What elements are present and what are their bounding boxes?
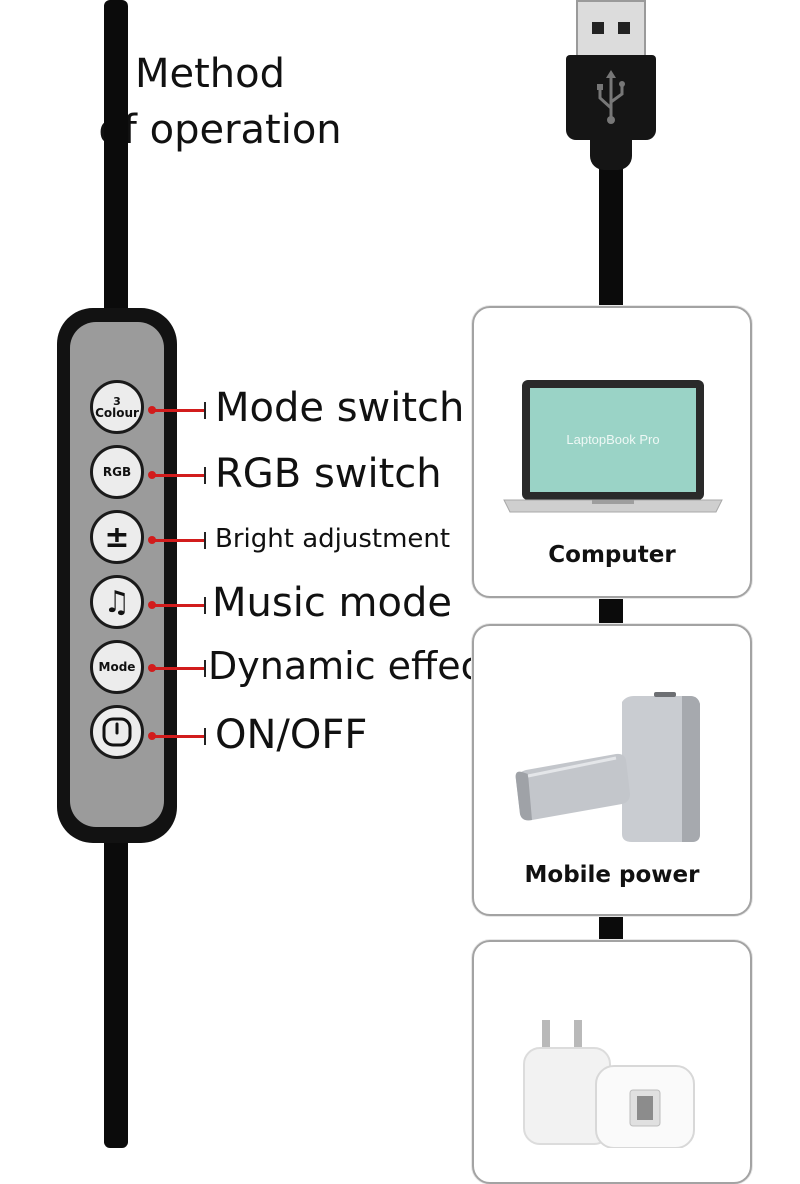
usb-plug-metal [576,0,646,58]
colour-button[interactable]: 3 Colour [90,380,144,434]
label-bright-adjustment: Bright adjustment [215,524,451,554]
mode-button[interactable]: Mode [90,640,144,694]
plus-minus-icon: ± [104,519,130,555]
computer-label: Computer [548,542,676,568]
connector-dynamic [148,660,206,677]
usb-icon [597,70,625,124]
title-line-1: Method [134,51,286,97]
label-mode-switch: Mode switch [215,385,465,431]
wall-adapter-icon [514,998,710,1148]
mode-button-text: Mode [98,660,136,674]
mobile-power-card: Mobile power [472,624,752,916]
connector-power [148,728,206,745]
mobile-power-label: Mobile power [524,862,700,888]
laptop-screen-text: LaptopBook Pro [566,432,660,447]
connector-bright [148,532,206,549]
colour-button-number: 3 [113,394,121,408]
music-note-icon: ♫ [103,584,131,620]
power-bank-icon [504,674,724,854]
label-on-off: ON/OFF [215,712,368,758]
colour-button-text: Colour [95,405,139,420]
usb-strain-relief [590,136,632,170]
laptop-icon [503,380,723,513]
rgb-button[interactable]: RGB [90,445,144,499]
wall-adapter-card [472,940,752,1184]
power-button[interactable] [90,705,144,759]
connector-mode [148,402,206,419]
music-button[interactable]: ♫ [90,575,144,629]
connector-music [148,597,206,614]
rgb-button-text: RGB [102,465,132,479]
label-music-mode: Music mode [212,580,452,626]
title-line-2: of operation [98,107,342,153]
remote-cable-top [104,0,128,320]
remote-cable-bottom [104,830,128,1148]
computer-card: LaptopBook Pro Computer [472,306,752,598]
connector-rgb [148,467,206,484]
brightness-button[interactable]: ± [90,510,144,564]
power-icon [102,717,132,747]
label-dynamic-effect: Dynamic effect [208,644,497,688]
label-rgb-switch: RGB switch [215,451,442,497]
